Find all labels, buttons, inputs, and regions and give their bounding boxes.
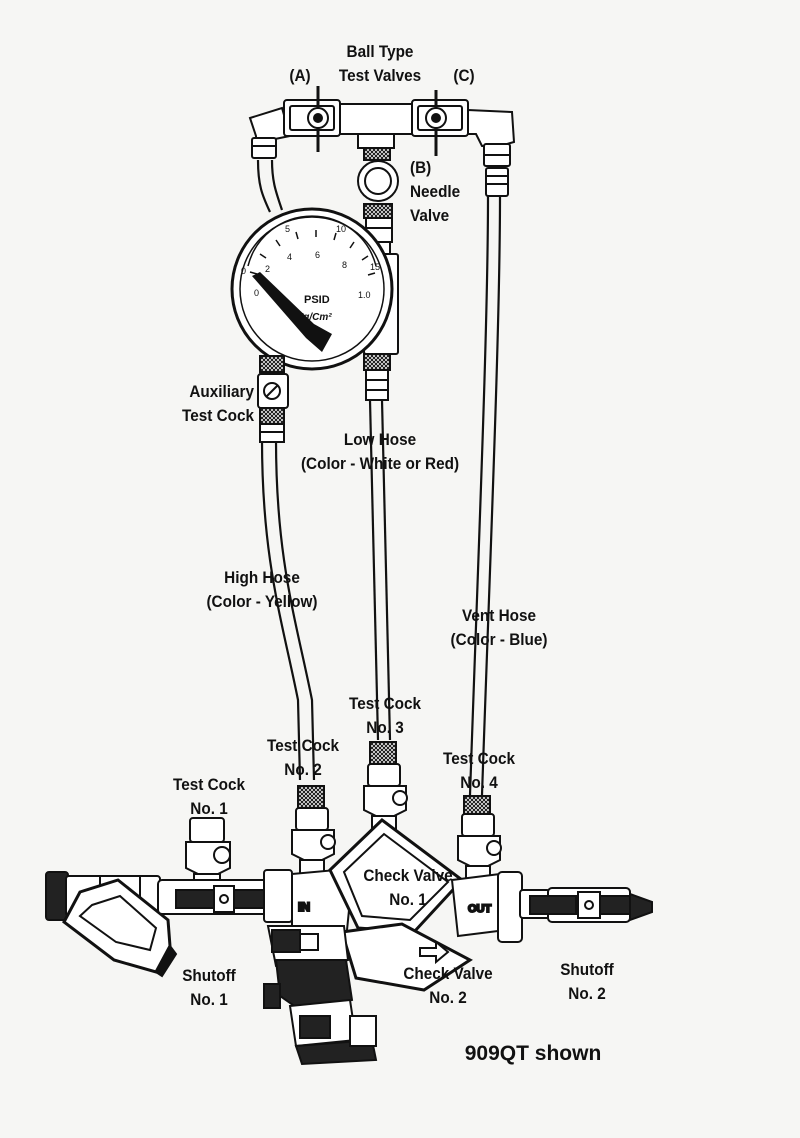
differential-pressure-gauge: 0 5 10 15 0 2 4 6 8 1.0 PSID Kg/Cm² [230,207,394,379]
label-line: (B) [410,158,432,177]
label-line: Shutoff [560,960,614,979]
gauge-outer-tick-label: 0 [241,266,246,276]
ball-type-test-valves-label: Ball Type Test Valves [326,40,434,88]
label-line: Test Cock [267,736,339,755]
gauge-inner-tick-label: 6 [315,250,320,260]
valve-c-label: (C) [453,66,475,85]
label-line: Valve [410,206,450,225]
test-cock-3-drawing [363,741,408,835]
backflow-assembly-body: IN OUT [45,818,653,1066]
gauge-outer-tick-label: 15 [370,262,380,272]
label-line: Test Cock [182,406,254,425]
low-hose-label: Low Hose (Color - White or Red) [290,428,470,476]
test-cock-1-drawing [185,817,231,889]
test-cock-2-drawing [291,785,336,877]
test-cock-2-label: Test Cock No. 2 [254,734,353,782]
label-line: Auxiliary [189,382,254,401]
label-line: Test Cock [443,749,515,768]
gauge-inner-tick-label: 0 [254,288,259,298]
label-line: No. 1 [190,799,228,818]
high-hose-label: High Hose (Color - Yellow) [188,566,336,614]
label-line: No. 2 [429,988,467,1007]
gauge-inner-tick-label: 4 [287,252,292,262]
needle-valve-label: (B) Needle Valve [410,156,482,228]
label-line: Check Valve [363,866,453,885]
vent-hose [468,194,502,796]
valve-a-label: (A) [289,66,311,85]
high-hose [260,439,316,781]
label-line: Ball Type [346,42,414,61]
label-line: No. 1 [389,890,427,909]
gauge-inner-tick-label: 1.0 [358,290,371,300]
label-line: No. 3 [366,718,404,737]
test-cock-3-label: Test Cock No. 3 [336,692,435,740]
gauge-needle [252,272,332,352]
gauge-outer-tick-label: 5 [285,224,290,234]
label-line: Test Cock [173,775,245,794]
label-line: No. 2 [284,760,322,779]
outlet-mark: OUT [468,903,492,915]
label-line: No. 4 [460,773,498,792]
gauge-unit-psid: PSID [304,294,330,306]
inlet-mark: IN [298,900,310,914]
test-cock-4-label: Test Cock No. 4 [430,747,529,795]
gauge-hose [256,159,284,213]
label-line: Low Hose [343,430,417,449]
gauge-inner-tick-label: 8 [342,260,347,270]
label-line: High Hose [224,568,300,587]
label-line: (Color - Blue) [450,630,548,649]
label-line: (Color - White or Red) [300,454,460,473]
model-caption: 909QT shown [464,1042,602,1065]
label-line: Vent Hose [462,606,536,625]
label-line: Check Valve [403,964,493,983]
low-hose [368,399,392,741]
label-line: No. 2 [568,984,606,1003]
gauge-inner-tick-label: 2 [265,264,270,274]
shutoff-2-label: Shutoff No. 2 [547,958,628,1006]
label-line: Test Cock [349,694,421,713]
label-line: Test Valves [338,66,422,85]
test-valve-manifold [248,86,516,197]
test-cock-1-label: Test Cock No. 1 [160,773,259,821]
test-cock-4-drawing [457,795,502,881]
label-line: (Color - Yellow) [206,592,318,611]
gauge-outer-tick-label: 10 [336,224,346,234]
shutoff-1-label: Shutoff No. 1 [169,964,250,1012]
gauge-unit-kgcm: Kg/Cm² [296,312,332,323]
auxiliary-test-cock [257,355,289,443]
label-line: No. 1 [190,990,228,1009]
check-valve-1-label: Check Valve No. 1 [356,864,460,912]
label-line: Needle [410,182,461,201]
auxiliary-test-cock-label: Auxiliary Test Cock [160,380,254,428]
vent-hose-label: Vent Hose (Color - Blue) [432,604,567,652]
check-valve-2-label: Check Valve No. 2 [396,962,500,1010]
label-line: Shutoff [182,966,236,985]
